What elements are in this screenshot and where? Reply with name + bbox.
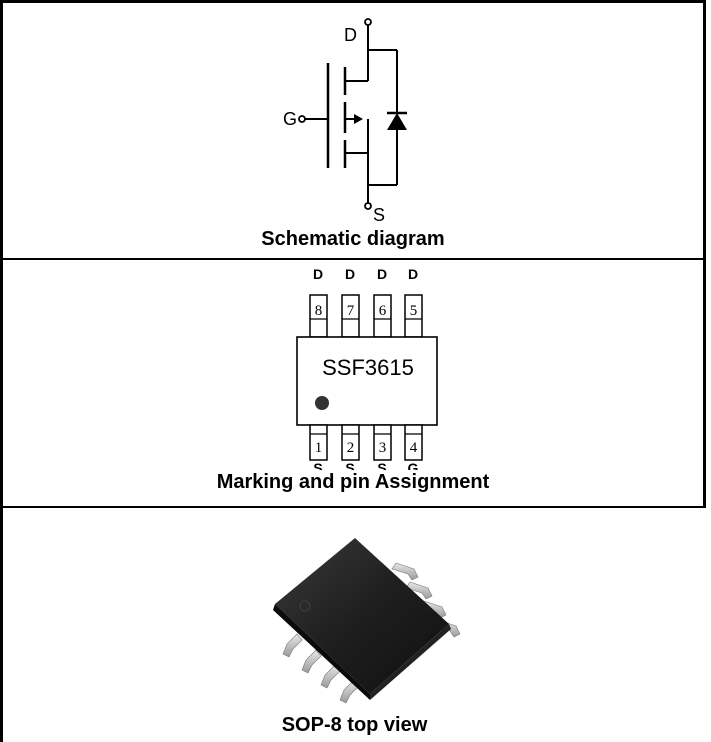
pin-8-function: D (313, 266, 323, 282)
mosfet-schematic: D G S (283, 18, 407, 225)
pin-7-function: D (345, 266, 355, 282)
pin-8-number: 8 (315, 303, 323, 319)
pin-5-function: D (408, 266, 418, 282)
gate-label: G (283, 109, 297, 129)
schematic-caption: Schematic diagram (261, 228, 445, 250)
package-body (296, 336, 438, 426)
part-marking: SSF3615 (322, 355, 414, 380)
source-terminal-dot (364, 202, 372, 210)
chip-leads-left (282, 633, 360, 704)
sop8-package-photo (273, 538, 461, 704)
pin-3-number: 3 (379, 440, 387, 456)
pin-5-number: 5 (410, 303, 418, 319)
diode-triangle (387, 113, 407, 130)
drain-terminal-dot (364, 18, 372, 26)
pin-2-number: 2 (347, 440, 355, 456)
pin-3-function: S (377, 460, 386, 470)
pin-6-number: 6 (379, 303, 387, 319)
pin-1-function: S (313, 460, 322, 470)
pin-4-function: G (408, 460, 419, 470)
photo-caption: SOP-8 top view (281, 714, 428, 736)
pinout-cell: D D D D 8 7 6 5 SSF3615 (0, 260, 706, 508)
gate-terminal-dot (298, 115, 306, 123)
pin-7-number: 7 (347, 303, 355, 319)
pin-4-number: 4 (410, 440, 418, 456)
sop8-pinout-diagram: D D D D 8 7 6 5 SSF3615 (296, 266, 438, 470)
pin-6-function: D (377, 266, 387, 282)
source-label: S (373, 205, 385, 225)
pin-1-number: 1 (315, 440, 323, 456)
schematic-cell: D G S (0, 0, 706, 260)
chip-body (273, 538, 451, 700)
pin-1-indicator-dot (315, 396, 329, 410)
pin-1-mark (299, 600, 311, 612)
photo-cell: SOP-8 top view (0, 508, 706, 742)
drain-label: D (344, 25, 357, 45)
pinout-caption: Marking and pin Assignment (216, 471, 490, 493)
body-arrow-head (354, 114, 363, 124)
pin-2-function: S (345, 460, 354, 470)
